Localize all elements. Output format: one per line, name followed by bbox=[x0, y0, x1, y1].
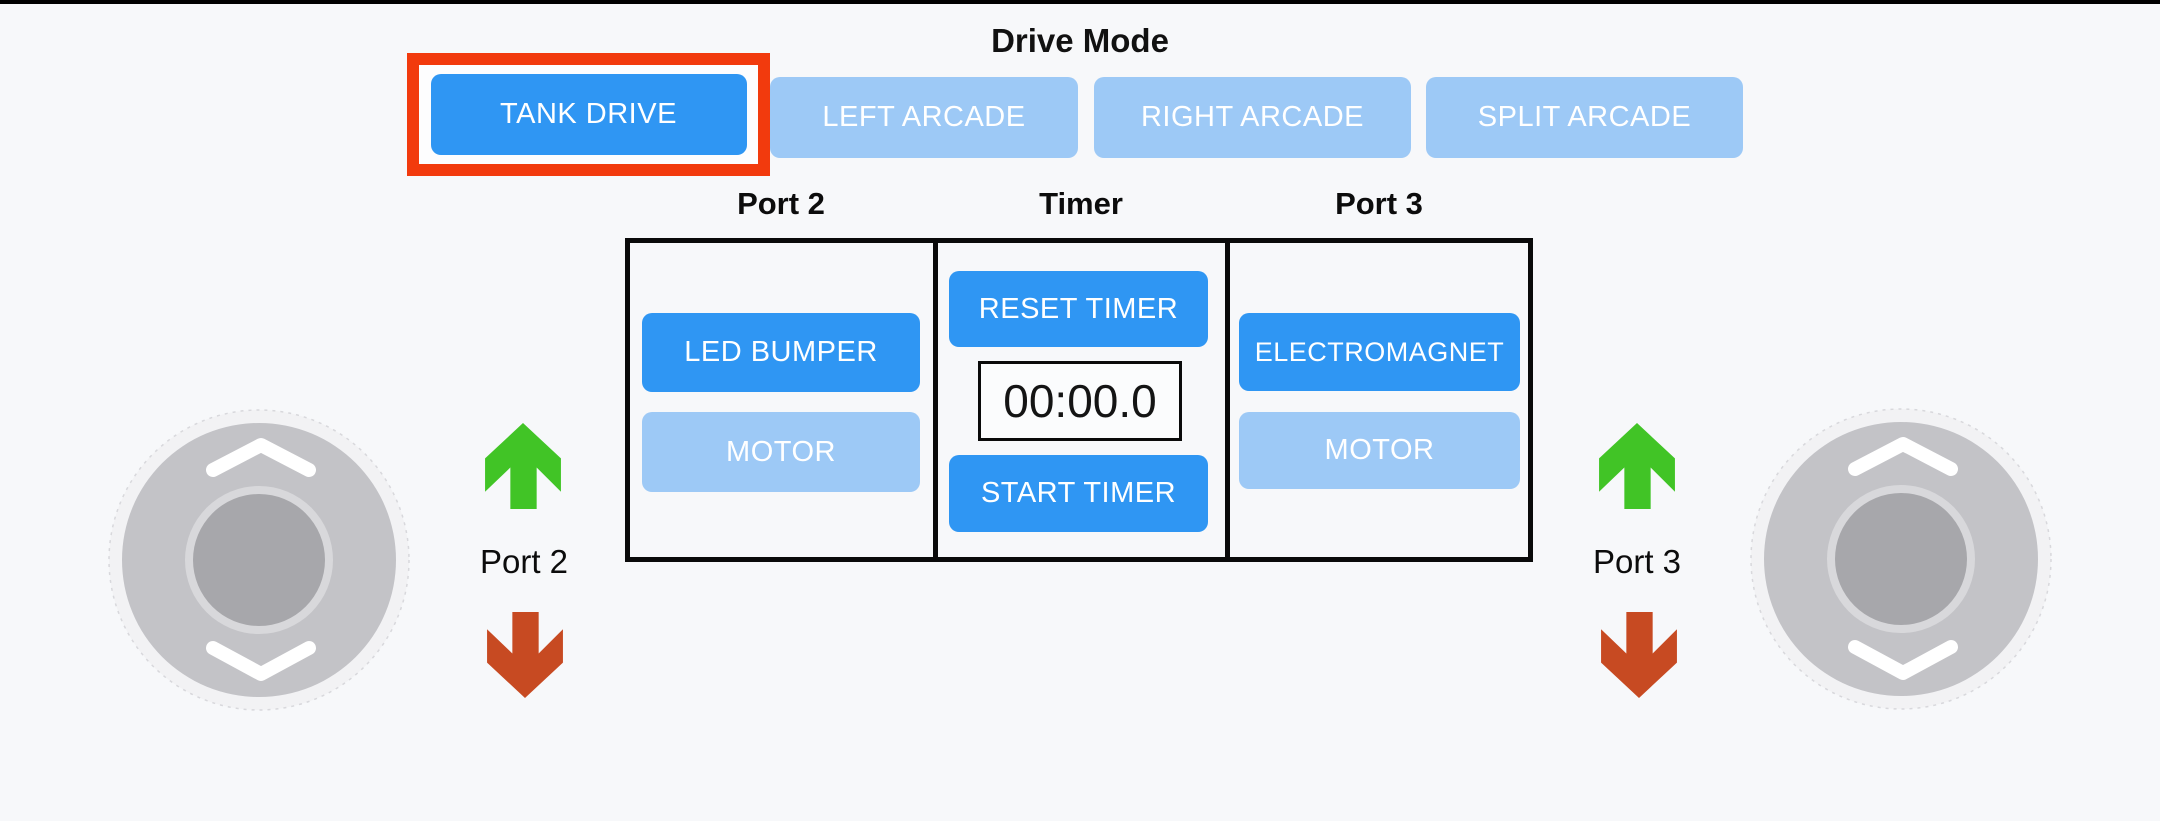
port3-down-arrow-icon bbox=[1601, 612, 1677, 698]
joystick-knob[interactable] bbox=[193, 494, 325, 626]
split-arcade-button[interactable]: SPLIT ARCADE bbox=[1426, 77, 1743, 158]
port3-joystick-label: Port 3 bbox=[1592, 543, 1682, 580]
control-panel-table bbox=[625, 238, 1533, 562]
port2-motor-button[interactable]: MOTOR bbox=[642, 412, 920, 492]
timer-column-header: Timer bbox=[1039, 186, 1123, 221]
start-timer-button[interactable]: START TIMER bbox=[949, 455, 1208, 532]
chevron-down-icon bbox=[1848, 640, 1958, 680]
table-divider bbox=[933, 243, 938, 557]
port3-column-header: Port 3 bbox=[1335, 186, 1423, 221]
right-arcade-button[interactable]: RIGHT ARCADE bbox=[1094, 77, 1411, 158]
port2-up-arrow-icon bbox=[485, 423, 561, 509]
selected-mode-highlight: TANK DRIVE bbox=[407, 53, 770, 176]
port2-joystick-label: Port 2 bbox=[479, 543, 569, 580]
timer-display: 00:00.0 bbox=[978, 361, 1182, 441]
tank-drive-button[interactable]: TANK DRIVE bbox=[430, 74, 747, 155]
port3-motor-button[interactable]: MOTOR bbox=[1239, 412, 1520, 489]
port2-column-header: Port 2 bbox=[737, 186, 825, 221]
right-joystick[interactable] bbox=[1750, 408, 2052, 710]
chevron-up-icon bbox=[1848, 437, 1958, 476]
chevron-up-icon bbox=[206, 438, 316, 477]
drive-mode-title: Drive Mode bbox=[991, 22, 1169, 59]
port3-up-arrow-icon bbox=[1599, 423, 1675, 509]
chevron-down-icon bbox=[206, 641, 316, 681]
port2-down-arrow-icon bbox=[487, 612, 563, 698]
left-arcade-button[interactable]: LEFT ARCADE bbox=[770, 77, 1078, 158]
table-divider bbox=[1225, 243, 1230, 557]
left-joystick[interactable] bbox=[108, 409, 410, 711]
led-bumper-button[interactable]: LED BUMPER bbox=[642, 313, 920, 392]
electromagnet-button[interactable]: ELECTROMAGNET bbox=[1239, 313, 1520, 391]
reset-timer-button[interactable]: RESET TIMER bbox=[949, 271, 1208, 347]
top-border-bar bbox=[0, 0, 2160, 4]
joystick-knob[interactable] bbox=[1835, 493, 1967, 625]
